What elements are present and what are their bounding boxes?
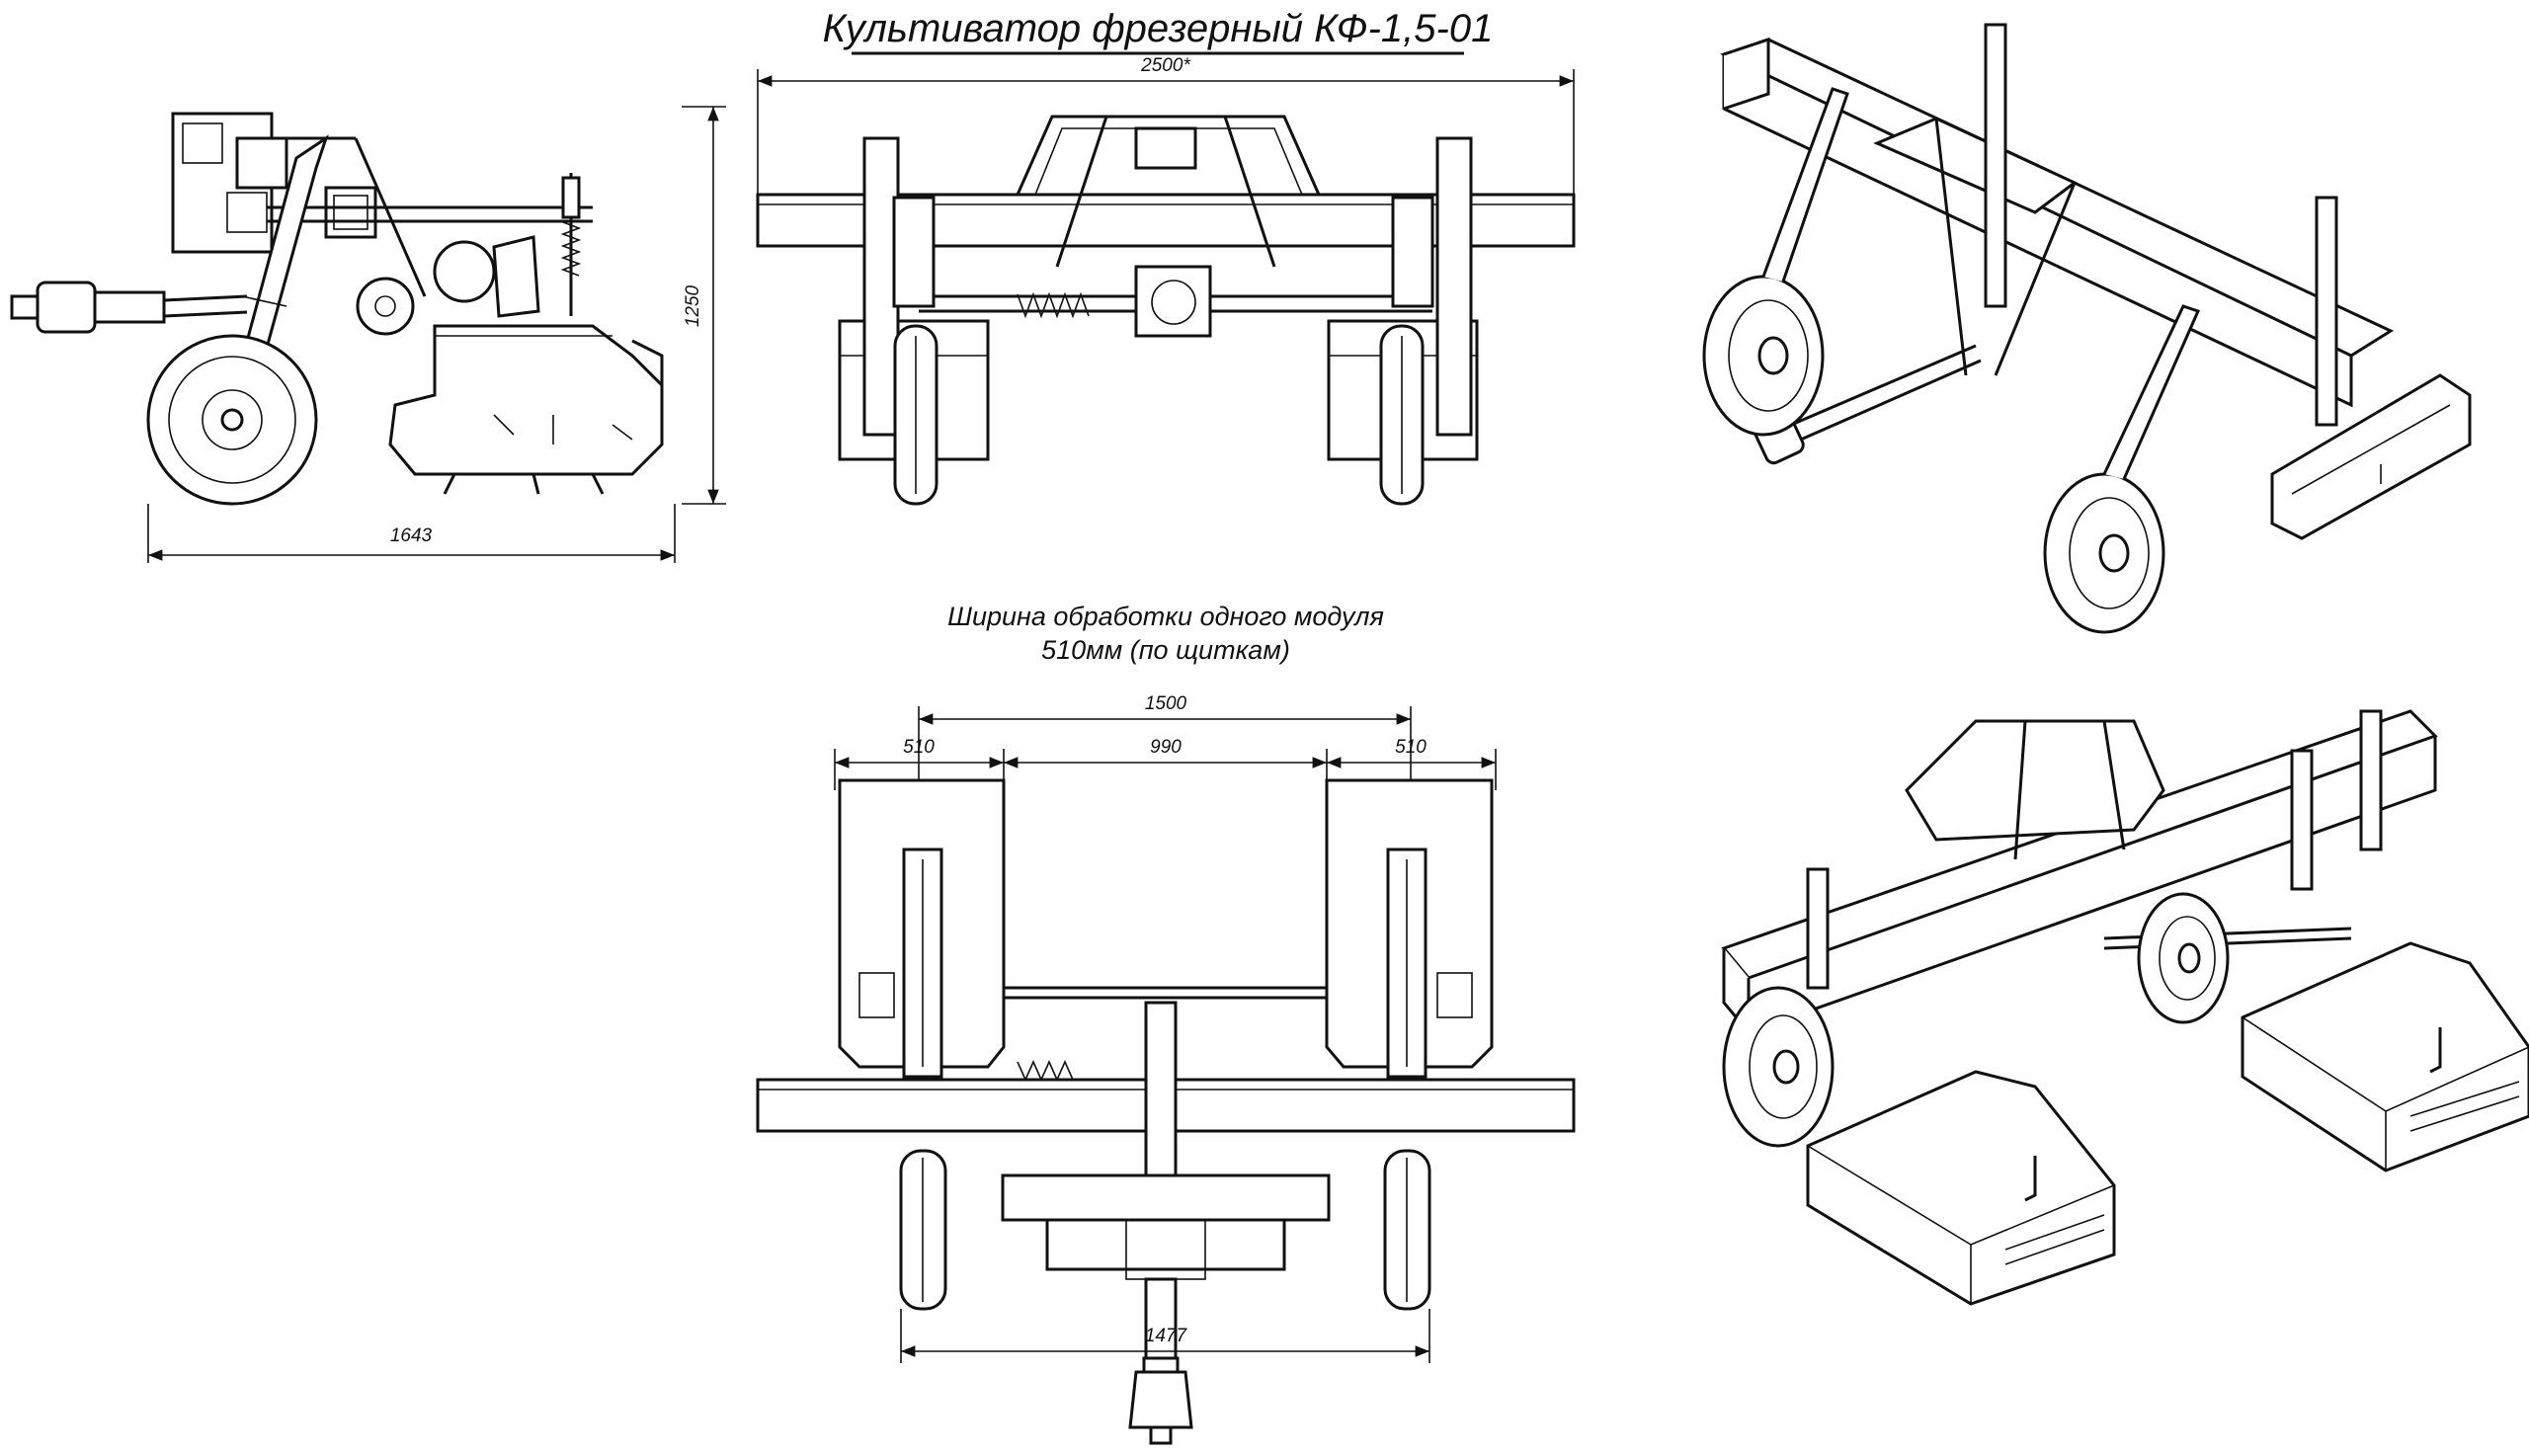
depth-spring [560, 173, 582, 316]
iso-rear-left-wheel [1722, 986, 1835, 1148]
isometric-view-front [1702, 23, 2472, 634]
dimension-990: 990 [1150, 737, 1182, 758]
dimension-510-left: 510 [903, 737, 935, 758]
rotor-shield [388, 324, 664, 476]
support-wheel [146, 334, 318, 506]
dimension-width: 2500* [757, 55, 1575, 198]
side-view: 1643 1250 [10, 106, 726, 563]
working-width-caption: Ширина обработки одного модуля 510мм (по… [947, 602, 1384, 665]
iso-rear-left-shield [1806, 1070, 2116, 1306]
dimension-track: 1477 [900, 1309, 1430, 1363]
dimension-1643: 1643 [390, 526, 433, 546]
plan-pto-shaft [1128, 1356, 1193, 1445]
plan-hitch [1001, 1001, 1331, 1360]
iso-rear-right-shield [2241, 941, 2529, 1173]
iso-rear-right-wheel [2137, 892, 2230, 1024]
dimension-1250: 1250 [683, 284, 703, 327]
plan-left-module [838, 778, 1006, 1079]
plan-right-module [1325, 778, 1494, 1079]
pto-shaft [10, 281, 248, 334]
plan-right-wheel [1383, 1149, 1431, 1311]
front-right-module [1327, 136, 1479, 506]
caption-line-2: 510мм (по щиткам) [1041, 635, 1290, 665]
iso-right-shield [2270, 373, 2472, 540]
plan-view: 1500 510 990 510 [756, 693, 1576, 1445]
dimension-2500: 2500* [1140, 55, 1190, 76]
iso-right-wheel [2043, 304, 2201, 634]
dimension-1500: 1500 [1145, 693, 1187, 714]
caption-line-1: Ширина обработки одного модуля [947, 602, 1384, 631]
plan-left-wheel [899, 1149, 947, 1311]
iso-left-wheel [1702, 87, 1849, 437]
front-view: 2500* [756, 55, 1576, 506]
dimension-510-right: 510 [1395, 737, 1427, 758]
dimension-1477: 1477 [1145, 1326, 1188, 1346]
title-block: Культиватор фрезерный КФ-1,5-01 [823, 7, 1494, 55]
dimension-segments: 510 990 510 [834, 737, 1497, 790]
isometric-view-rear [1721, 709, 2529, 1306]
front-left-module [838, 136, 990, 506]
dimension-length: 1643 [147, 504, 676, 563]
front-gearbox [1134, 265, 1212, 338]
drawing-title: Культиватор фрезерный КФ-1,5-01 [823, 7, 1494, 50]
mounting-bracket [235, 136, 288, 190]
dimension-height: 1250 [682, 106, 726, 505]
hitch-frame [1016, 115, 1321, 268]
